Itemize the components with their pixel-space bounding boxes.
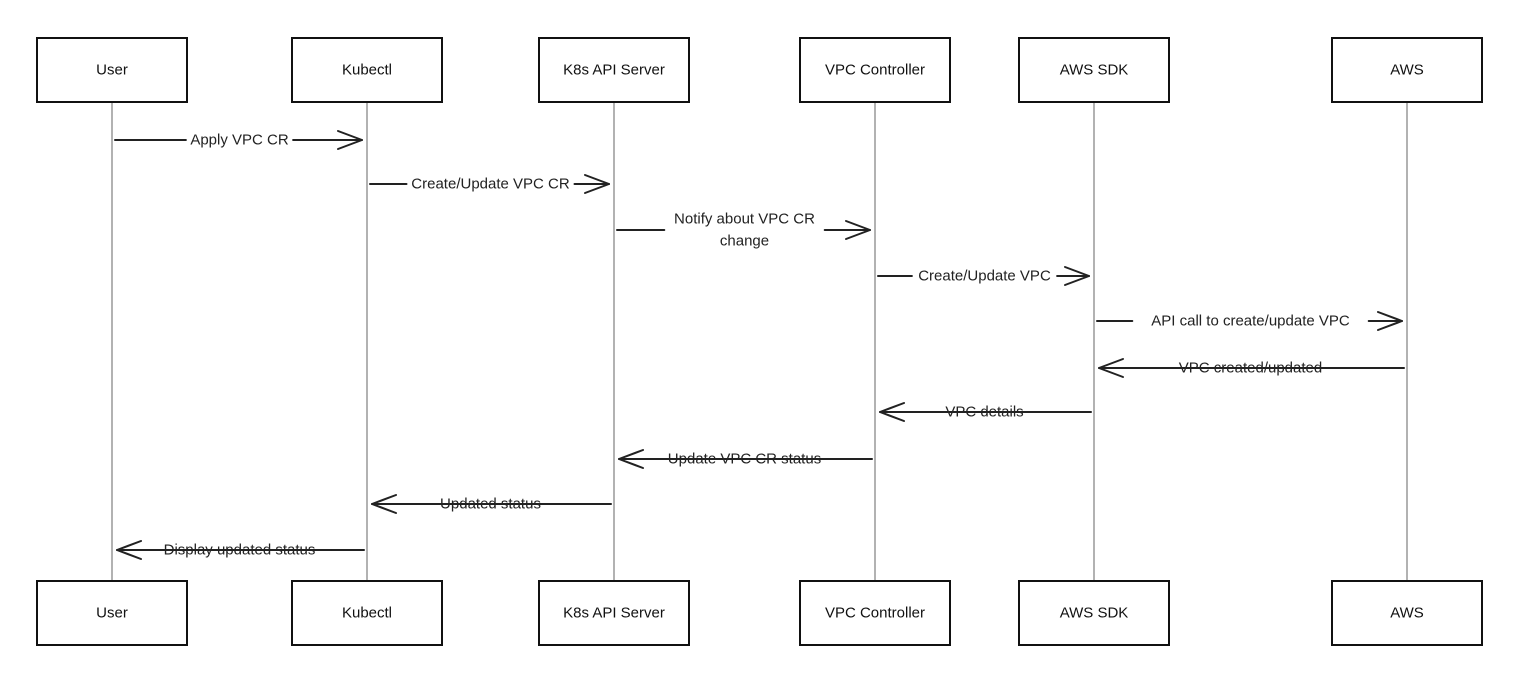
- arrowhead-icon: [1377, 311, 1403, 331]
- participant-box: [538, 580, 690, 646]
- participant-label: AWS: [1390, 62, 1424, 79]
- message-1: Apply VPC CR: [114, 130, 363, 150]
- participant-box: [291, 37, 443, 103]
- participant-box: [1018, 37, 1170, 103]
- participant-user-top: User: [36, 37, 188, 103]
- messages: Apply VPC CR Create/Update VPC CR Notify a…: [114, 130, 1405, 560]
- participant-api-top: K8s API Server: [538, 37, 690, 103]
- participant-box: [538, 37, 690, 103]
- participant-box: [36, 580, 188, 646]
- message-4: Create/Update VPC: [877, 266, 1090, 286]
- arrowhead-icon: [371, 494, 397, 514]
- participant-box: [799, 37, 951, 103]
- message-label: VPC created/updated: [1179, 360, 1322, 377]
- participant-user-bottom: User: [36, 580, 188, 646]
- participant-aws-bottom: AWS: [1331, 580, 1483, 646]
- participant-kubectl-top: Kubectl: [291, 37, 443, 103]
- arrowhead-icon: [337, 130, 363, 150]
- participant-label: User: [96, 62, 128, 79]
- participant-label: Kubectl: [342, 605, 392, 622]
- participant-label: User: [96, 605, 128, 622]
- participant-label: VPC Controller: [825, 62, 925, 79]
- participant-box: [36, 37, 188, 103]
- message-8: Update VPC CR status: [618, 449, 873, 469]
- message-label: VPC details: [945, 404, 1023, 421]
- message-label: Display updated status: [164, 542, 316, 559]
- arrowhead-icon: [845, 220, 871, 240]
- participant-aws-top: AWS: [1331, 37, 1483, 103]
- message-label: change: [720, 233, 769, 250]
- participant-label: AWS: [1390, 605, 1424, 622]
- participant-ctrl-bottom: VPC Controller: [799, 580, 951, 646]
- lifelines: [111, 102, 1408, 581]
- arrowhead-icon: [879, 402, 905, 422]
- arrowhead-icon: [1064, 266, 1090, 286]
- participant-label: Kubectl: [342, 62, 392, 79]
- message-label: Apply VPC CR: [190, 132, 289, 149]
- participant-label: AWS SDK: [1060, 605, 1129, 622]
- message-label: Update VPC CR status: [668, 451, 821, 468]
- participant-sdk-top: AWS SDK: [1018, 37, 1170, 103]
- participant-box: [799, 580, 951, 646]
- message-label: Create/Update VPC: [918, 268, 1051, 285]
- message-label: API call to create/update VPC: [1151, 313, 1350, 330]
- participant-box: [1018, 580, 1170, 646]
- message-label: Updated status: [440, 496, 541, 513]
- message-6: VPC created/updated: [1098, 358, 1405, 378]
- participant-label: VPC Controller: [825, 605, 925, 622]
- message-9: Updated status: [371, 494, 612, 514]
- message-3: Notify about VPC CR change: [616, 211, 871, 250]
- participant-ctrl-top: VPC Controller: [799, 37, 951, 103]
- participant-box: [1331, 37, 1483, 103]
- participant-label: AWS SDK: [1060, 62, 1129, 79]
- participant-label: K8s API Server: [563, 605, 665, 622]
- arrowhead-icon: [618, 449, 644, 469]
- message-2: Create/Update VPC CR: [369, 174, 610, 194]
- participant-api-bottom: K8s API Server: [538, 580, 690, 646]
- participant-box: [291, 580, 443, 646]
- participant-sdk-bottom: AWS SDK: [1018, 580, 1170, 646]
- message-label: Create/Update VPC CR: [411, 176, 570, 193]
- message-7: VPC details: [879, 402, 1092, 422]
- participant-kubectl-bottom: Kubectl: [291, 580, 443, 646]
- participant-box: [1331, 580, 1483, 646]
- arrowhead-icon: [1098, 358, 1124, 378]
- arrowhead-icon: [584, 174, 610, 194]
- message-10: Display updated status: [116, 540, 365, 560]
- arrowhead-icon: [116, 540, 142, 560]
- message-label: Notify about VPC CR: [674, 211, 815, 228]
- participant-label: K8s API Server: [563, 62, 665, 79]
- message-5: API call to create/update VPC: [1096, 311, 1403, 331]
